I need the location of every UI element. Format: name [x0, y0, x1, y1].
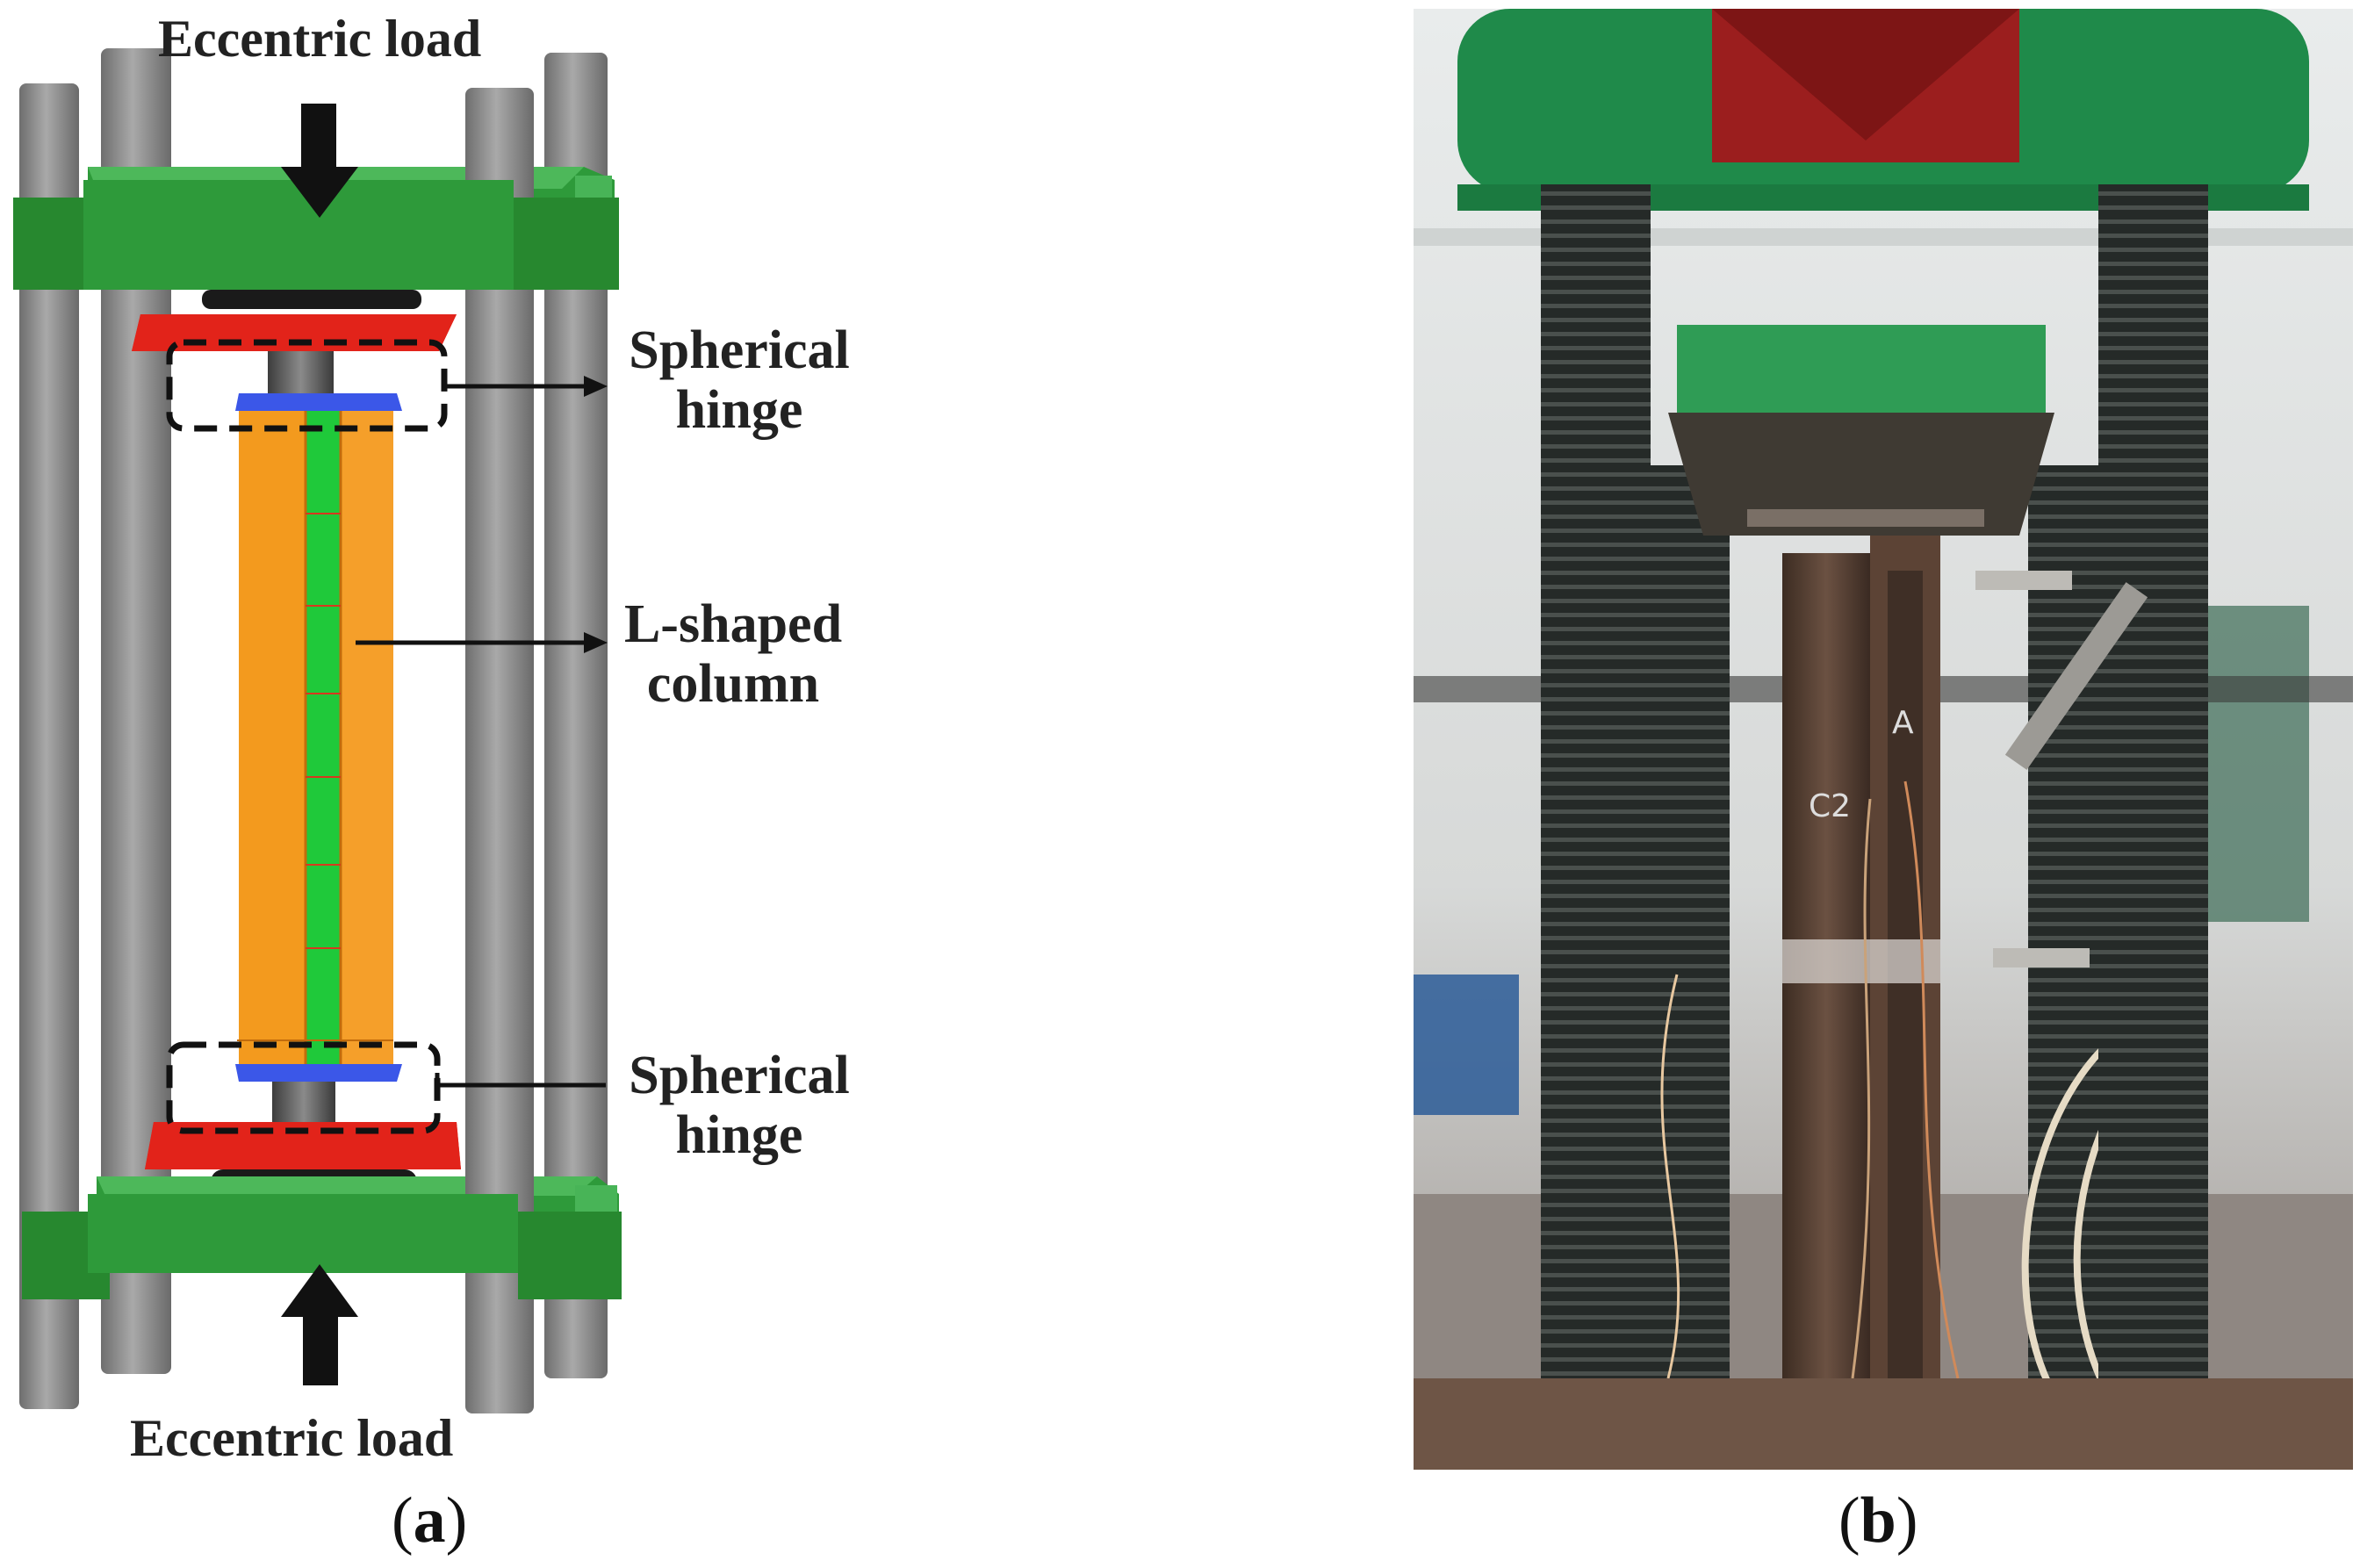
panel-b-caption-letter: b [1860, 1485, 1896, 1557]
rear-left-rod [101, 48, 171, 1374]
top-bearing-disc [202, 290, 421, 309]
front-left-rod [19, 83, 79, 1409]
panel-a-caption: (a) [392, 1484, 467, 1558]
column-mark-a: A [1892, 705, 1914, 741]
top-eccentric-load-label: Eccentric load [158, 10, 482, 68]
bottom-load-arrow [281, 1264, 358, 1385]
l-shaped-column [237, 411, 393, 1071]
column-leader [356, 632, 608, 653]
column-mark-c2: C2 [1809, 788, 1851, 824]
panel-a-caption-letter: a [413, 1485, 446, 1557]
photo-left-rod [1541, 184, 1651, 1470]
press-loading-block [1677, 325, 2046, 413]
top-hinge-callout: Spherical hinge [608, 323, 871, 437]
bottom-hinge-callout-line1: Spherical [629, 1046, 850, 1105]
panel-a-caption-close: ) [445, 1485, 468, 1557]
bottom-hinge-callout-line2: hinge [675, 1105, 803, 1165]
top-load-arrow [281, 104, 358, 218]
panel-b-caption-open: ( [1838, 1485, 1860, 1557]
column-callout-line2: column [646, 654, 820, 714]
top-hinge-shaft [268, 351, 334, 393]
bottom-end-plate [235, 1064, 402, 1082]
photo-illustration: C2 A [1414, 9, 2353, 1470]
photo-right-rod [2098, 184, 2208, 1470]
column-callout: L-shaped column [606, 597, 860, 711]
top-hinge-leader [444, 376, 608, 397]
test-setup-schematic [13, 48, 622, 1413]
bottom-eccentric-load-label: Eccentric load [130, 1409, 454, 1467]
top-hinge-callout-line2: hinge [675, 380, 803, 440]
top-end-plate [235, 393, 402, 411]
panel-b-caption-close: ) [1896, 1485, 1918, 1557]
panel-a-caption-open: ( [392, 1485, 414, 1557]
photo-l-column: C2 A [1782, 536, 1940, 1387]
test-setup-photo: C2 A [1414, 9, 2353, 1470]
bottom-hinge-leader [435, 1073, 606, 1097]
panel-b-caption: (b) [1838, 1484, 1918, 1558]
bottom-hinge-callout: Spherical hinge [608, 1048, 871, 1162]
press-crosshead [1457, 9, 2309, 211]
top-hinge-callout-line1: Spherical [629, 320, 850, 380]
front-right-rod [465, 88, 534, 1413]
column-callout-line1: L-shaped [623, 594, 843, 654]
